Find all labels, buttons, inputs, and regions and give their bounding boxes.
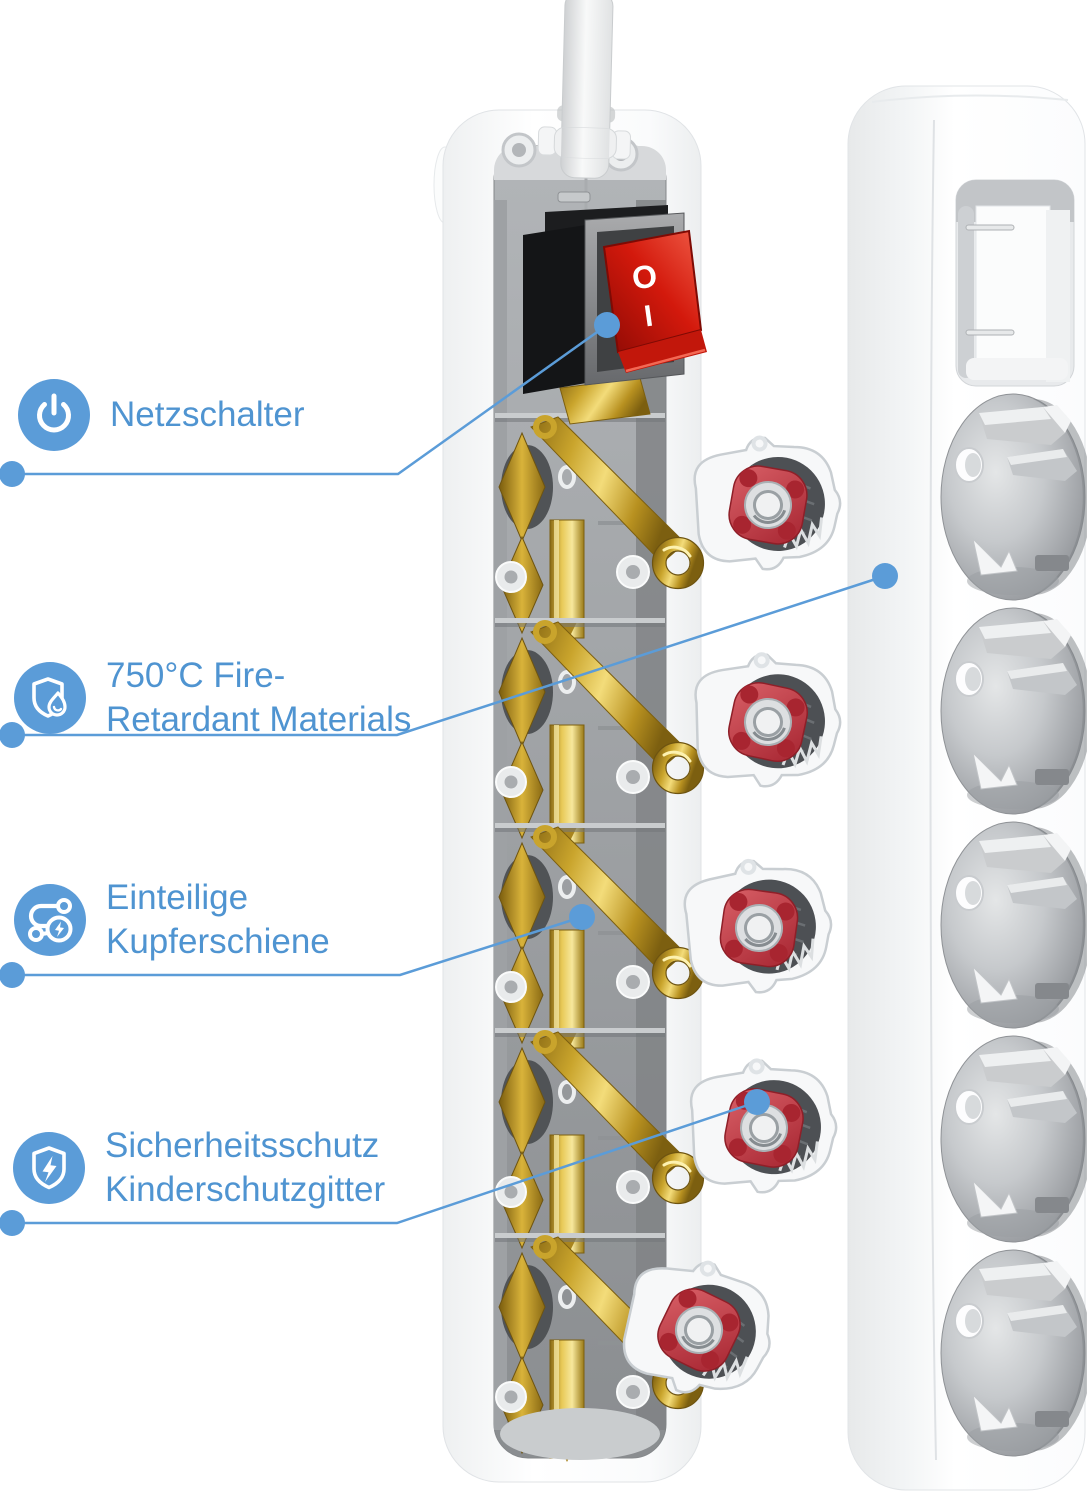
switch-off-marking: O xyxy=(630,257,660,296)
copper-rail-icon xyxy=(14,884,86,956)
child-safety-shield-icon xyxy=(13,1132,85,1204)
schuko-socket xyxy=(940,1249,1087,1457)
socket-insert-module xyxy=(676,848,842,1004)
cavity-floor xyxy=(500,1408,660,1460)
schuko-socket xyxy=(940,821,1087,1029)
schuko-sockets xyxy=(940,393,1087,1457)
switch-contact-pin xyxy=(965,329,1015,336)
power-cable xyxy=(537,0,632,179)
switch-opening xyxy=(955,179,1075,387)
schuko-socket xyxy=(940,1035,1087,1243)
schuko-socket xyxy=(940,607,1087,815)
callout-child-safety: Sicherheitsschutz Kinderschutzgitter xyxy=(13,1124,385,1212)
callout-label: Kupferschiene xyxy=(106,922,330,961)
callout-copper-rail: Einteilige Kupferschiene xyxy=(14,876,330,964)
rocker-switch: O I xyxy=(523,205,707,394)
callout-fire-retardant: 750°C Fire- Retardant Materials xyxy=(14,654,411,742)
callout-label: Einteilige xyxy=(106,878,249,917)
wire-crimp xyxy=(557,191,591,203)
socket-insert-module xyxy=(684,1051,844,1200)
fire-shield-icon xyxy=(14,662,86,734)
power-icon xyxy=(18,379,90,451)
callout-label: Kinderschutzgitter xyxy=(105,1170,386,1209)
schuko-socket xyxy=(940,393,1087,601)
power-strip-front xyxy=(847,85,1087,1491)
callout-label: Sicherheitsschutz xyxy=(105,1126,380,1165)
callout-label: Netzschalter xyxy=(110,395,305,434)
socket-insert-module xyxy=(687,427,849,579)
callout-power-switch: Netzschalter xyxy=(18,379,305,451)
callout-label: Retardant Materials xyxy=(106,700,412,739)
power-strip-cutaway: O I xyxy=(433,0,707,1483)
switch-contact-pin xyxy=(965,224,1015,231)
socket-insert-module xyxy=(689,647,847,793)
callout-label: 750°C Fire- xyxy=(106,656,286,695)
